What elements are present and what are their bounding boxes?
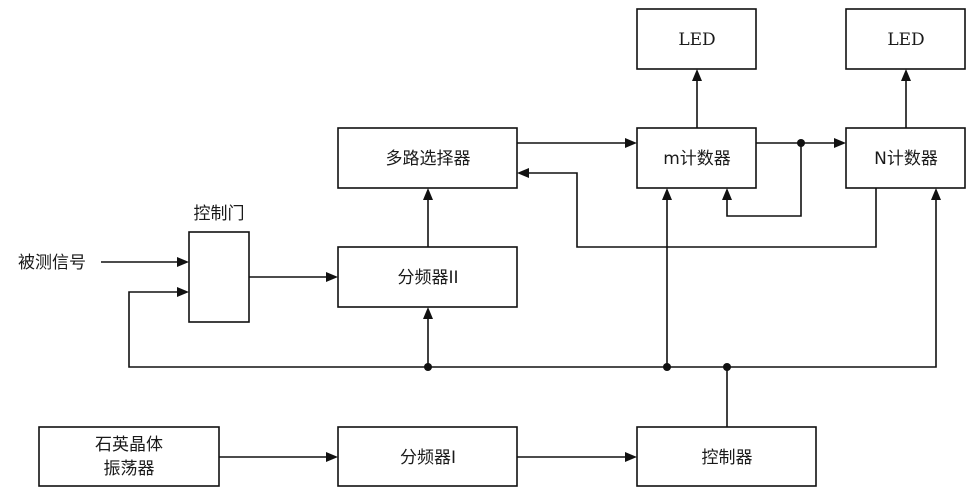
arrowheads — [177, 69, 941, 462]
arrow-up-icon — [423, 307, 433, 319]
block-multiplexer: 多路选择器 — [337, 127, 518, 189]
block-led-2: LED — [845, 8, 966, 70]
block-label: 控制器 — [702, 448, 753, 468]
junction-dot — [797, 139, 805, 147]
junction-dot — [424, 363, 432, 371]
block-label: N计数器 — [874, 149, 938, 169]
block-label: m计数器 — [663, 149, 731, 169]
block-label-line2: 振荡器 — [104, 459, 155, 479]
block-n-counter: N计数器 — [845, 127, 966, 189]
input-signal-label: 被测信号 — [18, 253, 86, 273]
arrow-right-icon — [177, 287, 189, 297]
block-divider-1: 分频器I — [337, 426, 518, 487]
wire-mcounter-feedback — [726, 143, 802, 217]
arrow-left-icon — [517, 168, 529, 178]
block-divider-2: 分频器II — [337, 246, 518, 308]
arrow-right-icon — [834, 138, 846, 148]
wires — [101, 76, 937, 458]
arrow-right-icon — [625, 452, 637, 462]
wire-control-bus — [128, 195, 937, 368]
block-m-counter: m计数器 — [636, 127, 757, 189]
block-label-line1: 石英晶体 — [95, 435, 163, 455]
arrow-right-icon — [177, 257, 189, 267]
arrow-right-icon — [625, 138, 637, 148]
block-label: 分频器I — [400, 448, 456, 468]
block-label: LED — [678, 30, 715, 50]
control-gate-title: 控制门 — [194, 204, 245, 224]
block-crystal-oscillator: 石英晶体 振荡器 — [38, 426, 220, 487]
arrow-up-icon — [692, 69, 702, 81]
arrow-up-icon — [722, 188, 732, 200]
wire-ncounter-to-mux — [524, 172, 877, 248]
junction-dot — [723, 363, 731, 371]
block-label: 分频器II — [397, 268, 458, 288]
block-control-gate — [188, 231, 250, 323]
arrow-up-icon — [901, 69, 911, 81]
arrow-up-icon — [423, 188, 433, 200]
arrow-up-icon — [931, 188, 941, 200]
block-label: 多路选择器 — [386, 149, 471, 169]
junctions — [424, 139, 805, 371]
block-led-1: LED — [636, 8, 757, 70]
arrow-right-icon — [326, 272, 338, 282]
junction-dot — [663, 363, 671, 371]
block-controller: 控制器 — [636, 426, 817, 487]
arrow-right-icon — [326, 452, 338, 462]
block-label: LED — [887, 30, 924, 50]
arrow-up-icon — [662, 188, 672, 200]
